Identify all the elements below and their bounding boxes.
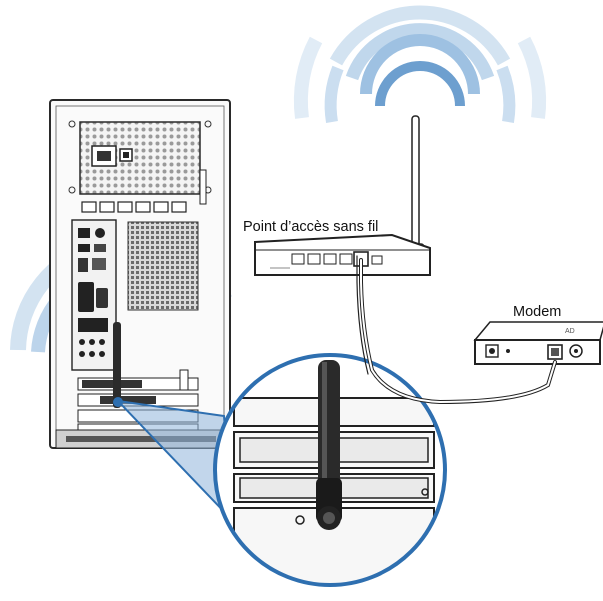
access-point-label: Point d’accès sans fil	[243, 219, 379, 235]
modem-label: Modem	[513, 304, 562, 320]
top-slots	[81, 201, 187, 213]
zoom-view	[215, 355, 445, 585]
power-supply	[68, 120, 212, 195]
wireless-router	[254, 115, 431, 276]
modem-brand-mark: AD	[565, 328, 575, 335]
network-cables	[356, 255, 557, 405]
pc-tower	[49, 99, 231, 449]
pc-antenna	[113, 322, 121, 408]
io-panel	[71, 219, 117, 371]
zoom-circle	[213, 353, 447, 587]
modem-box	[473, 321, 603, 365]
router-wifi-waves	[293, 5, 547, 123]
